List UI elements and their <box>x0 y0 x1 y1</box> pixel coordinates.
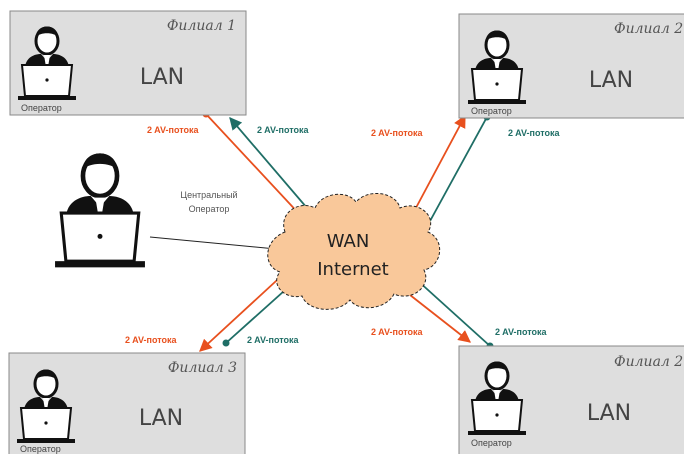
central-link-line <box>149 236 277 250</box>
branch-4-red-label: 2 AV-потока <box>371 327 424 337</box>
branch-1-operator: Оператор <box>21 103 62 113</box>
branch-4-lan: LAN <box>587 401 631 426</box>
cloud-label-internet: Internet <box>317 259 388 280</box>
branch-3-red-arrow <box>199 269 289 352</box>
central-operator-label-line1: Центральный <box>180 190 237 200</box>
branch-1-teal-arrow <box>229 117 320 223</box>
branch-1-title: Филиал 1 <box>167 18 236 34</box>
branch-4-teal-label: 2 AV-потока <box>495 327 548 337</box>
central-operator: Центральный Оператор <box>55 153 238 267</box>
branch-box-2: Филиал 2 LAN Оператор <box>458 13 684 119</box>
branch-box-1: Филиал 1 LAN Оператор <box>9 10 247 116</box>
branch-3-operator: Оператор <box>20 444 61 454</box>
branch-1-red-label: 2 AV-потока <box>147 125 200 135</box>
branch-2-red-label: 2 AV-потока <box>371 128 424 138</box>
wan-cloud: WAN Internet <box>267 193 441 310</box>
branch-4-operator: Оператор <box>471 438 512 448</box>
branch-3-red-label: 2 AV-потока <box>125 335 178 345</box>
cloud-label-wan: WAN <box>327 231 370 252</box>
branch-4-title: Филиал 2 <box>614 354 683 370</box>
branch-2-title: Филиал 2 <box>614 21 683 37</box>
stream-labels: 2 AV-потока 2 AV-потока 2 AV-потока 2 AV… <box>125 125 561 345</box>
branch-2-teal-label: 2 AV-потока <box>508 128 561 138</box>
branch-1-lan: LAN <box>140 65 184 90</box>
branch-box-4: Филиал 2 LAN Оператор <box>458 345 684 454</box>
branch-3-teal-label: 2 AV-потока <box>247 335 300 345</box>
branch-box-3: Филиал 3 LAN Оператор <box>8 352 246 454</box>
central-operator-label-line2: Оператор <box>189 204 230 214</box>
branch-2-lan: LAN <box>589 68 633 93</box>
branch-3-title: Филиал 3 <box>168 360 237 376</box>
cloud-shape <box>267 193 441 310</box>
central-operator-icon <box>55 153 145 267</box>
branch-3-lan: LAN <box>139 406 183 431</box>
branch-2-operator: Оператор <box>471 106 512 116</box>
branch-1-teal-label: 2 AV-потока <box>257 125 310 135</box>
